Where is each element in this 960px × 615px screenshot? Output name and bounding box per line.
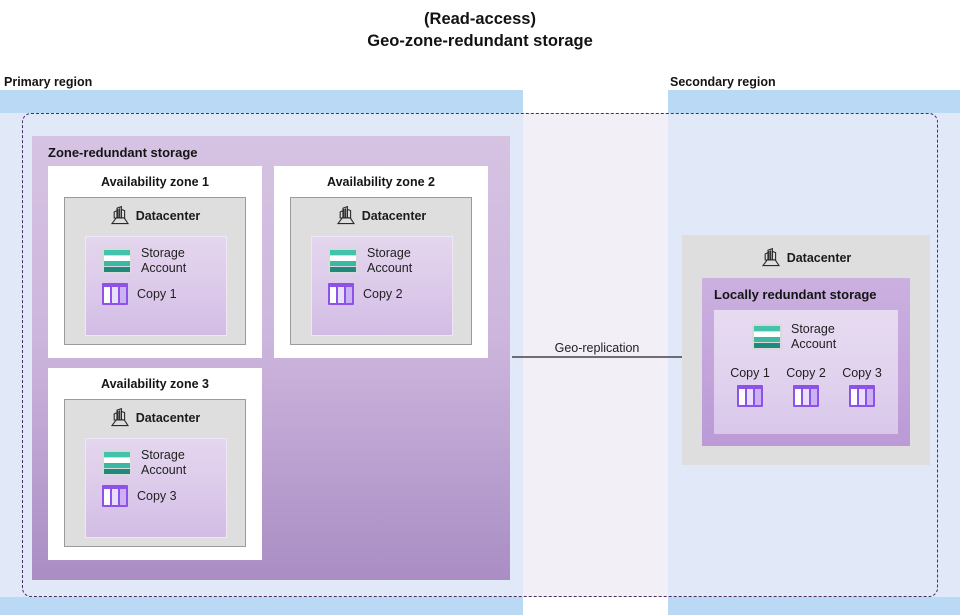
secondary-copies-row: Copy 1 Copy 2 Copy 3 <box>714 352 898 407</box>
storage-account-row-zone-3: Storage Account <box>86 439 226 478</box>
datacenter-label-zone-2: Datacenter <box>361 209 427 223</box>
secondary-copy-3-label: Copy 3 <box>842 366 882 380</box>
storage-account-line-1: Storage <box>791 322 835 336</box>
datacenter-header-zone-3: Datacenter <box>65 403 245 433</box>
secondary-storage-account-label: Storage Account <box>791 322 836 352</box>
datacenter-header-zone-1: Datacenter <box>65 201 245 231</box>
title-line-2: Geo-zone-redundant storage <box>367 32 593 50</box>
datacenter-icon <box>336 205 355 225</box>
availability-zone-3-card: Availability zone 3 Datacenter <box>48 368 262 560</box>
storage-account-line-1: Storage <box>141 246 185 260</box>
storage-account-icon <box>102 450 132 476</box>
storage-account-line-2: Account <box>367 261 413 275</box>
storage-account-row-zone-2: Storage Account <box>312 237 452 276</box>
locally-redundant-storage-panel: Locally redundant storage Storage Accoun… <box>702 278 910 446</box>
copy-icon <box>328 283 354 305</box>
copy-row-zone-3: Copy 3 <box>86 478 226 507</box>
primary-region-label: Primary region <box>4 75 93 89</box>
datacenter-header-zone-2: Datacenter <box>291 201 471 231</box>
secondary-storage-account-row: Storage Account <box>714 310 898 352</box>
copy-label-zone-3: Copy 3 <box>137 489 177 503</box>
geo-replication-label: Geo-replication <box>554 341 640 355</box>
datacenter-icon <box>761 247 780 267</box>
secondary-copy-3: Copy 3 <box>842 366 882 407</box>
storage-inner-box-zone-1: Storage Account Copy 1 <box>85 236 227 336</box>
datacenter-label-zone-3: Datacenter <box>135 411 201 425</box>
copy-row-zone-2: Copy 2 <box>312 276 452 305</box>
title-line-1: (Read-access) <box>424 10 536 28</box>
copy-label-zone-2: Copy 2 <box>363 287 403 301</box>
availability-zone-1-card: Availability zone 1 Datacenter <box>48 166 262 358</box>
secondary-copy-1: Copy 1 <box>730 366 770 407</box>
storage-account-label-zone-3: Storage Account <box>141 448 186 478</box>
availability-zone-1-title: Availability zone 1 <box>101 175 209 189</box>
availability-zone-2-card: Availability zone 2 Datacenter <box>274 166 488 358</box>
copy-label-zone-1: Copy 1 <box>137 287 177 301</box>
secondary-datacenter-label: Datacenter <box>786 251 852 265</box>
locally-redundant-storage-title: Locally redundant storage <box>714 287 877 302</box>
datacenter-icon <box>110 205 129 225</box>
page-title: (Read-access) Geo-zone-redundant storage <box>0 8 960 52</box>
region-gap-background <box>523 113 668 597</box>
storage-account-label-zone-1: Storage Account <box>141 246 186 276</box>
datacenter-icon <box>110 407 129 427</box>
datacenter-box-zone-1: Datacenter Storage Account Copy 1 <box>64 197 246 345</box>
copy-icon <box>102 283 128 305</box>
datacenter-box-zone-3: Datacenter Storage Account Copy 3 <box>64 399 246 547</box>
copy-icon <box>736 385 763 407</box>
zone-redundant-storage-title: Zone-redundant storage <box>48 145 198 160</box>
copy-row-zone-1: Copy 1 <box>86 276 226 305</box>
storage-account-icon <box>752 324 782 350</box>
storage-account-line-2: Account <box>141 261 187 275</box>
secondary-storage-inner-box: Storage Account Copy 1 Copy 2 <box>714 310 898 434</box>
secondary-datacenter-box: Datacenter Locally redundant storage Sto… <box>682 235 930 465</box>
storage-inner-box-zone-2: Storage Account Copy 2 <box>311 236 453 336</box>
storage-account-line-1: Storage <box>141 448 185 462</box>
availability-zone-2-title: Availability zone 2 <box>327 175 435 189</box>
storage-account-row-zone-1: Storage Account <box>86 237 226 276</box>
secondary-datacenter-header: Datacenter <box>682 243 930 273</box>
storage-account-icon <box>102 248 132 274</box>
storage-account-icon <box>328 248 358 274</box>
availability-zone-3-title: Availability zone 3 <box>101 377 209 391</box>
storage-account-label-zone-2: Storage Account <box>367 246 412 276</box>
secondary-copy-2: Copy 2 <box>786 366 826 407</box>
copy-icon <box>102 485 128 507</box>
geo-boundary-dashed-border <box>22 113 938 597</box>
secondary-copy-2-label: Copy 2 <box>786 366 826 380</box>
storage-account-line-2: Account <box>791 337 837 351</box>
datacenter-box-zone-2: Datacenter Storage Account Copy 2 <box>290 197 472 345</box>
storage-inner-box-zone-3: Storage Account Copy 3 <box>85 438 227 538</box>
datacenter-label-zone-1: Datacenter <box>135 209 201 223</box>
secondary-region-label: Secondary region <box>670 75 776 89</box>
storage-account-line-1: Storage <box>367 246 411 260</box>
secondary-copy-1-label: Copy 1 <box>730 366 770 380</box>
zone-redundant-storage-panel: Zone-redundant storage Availability zone… <box>32 136 510 580</box>
copy-icon <box>848 385 875 407</box>
copy-icon <box>792 385 819 407</box>
storage-account-line-2: Account <box>141 463 187 477</box>
